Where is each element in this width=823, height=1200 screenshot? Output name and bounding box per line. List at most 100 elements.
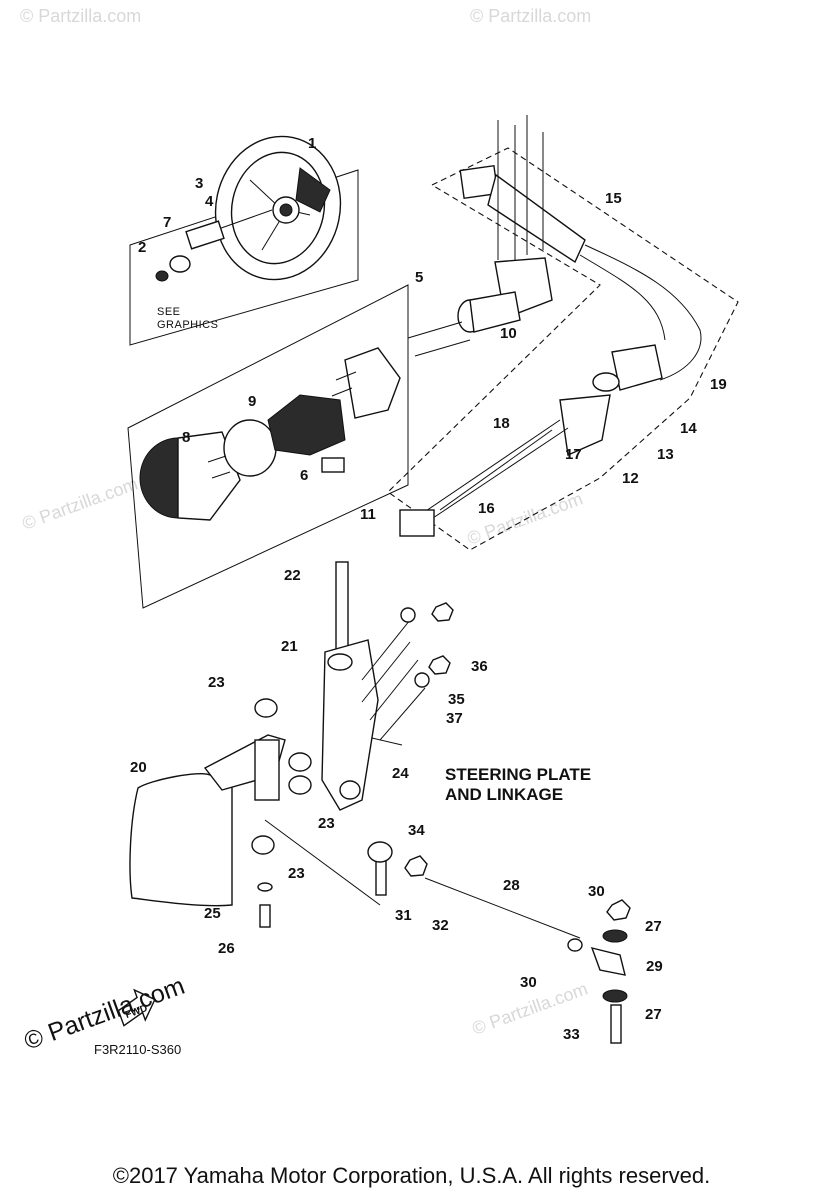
- helm-screw-2: [211, 471, 231, 479]
- copyright-notice: ©2017 Yamaha Motor Corporation, U.S.A. A…: [112, 1163, 711, 1188]
- wiring-harness: [584, 244, 702, 381]
- washer-25: [257, 882, 273, 892]
- part-label-16: 16: [478, 500, 495, 517]
- bushing-23-top: [254, 698, 278, 718]
- boot-12: [559, 394, 611, 457]
- helm-screw-1: [207, 455, 227, 463]
- wheel-grip-pad: [295, 167, 331, 213]
- cable-17: [429, 427, 569, 521]
- bolt-10b: [414, 339, 471, 357]
- hub-washer: [155, 270, 169, 282]
- cable-18: [439, 429, 553, 511]
- steering-plate-20: [129, 773, 233, 907]
- nut-36a: [431, 602, 454, 622]
- helm-mount-plate: [344, 347, 401, 419]
- bolt-37b: [361, 641, 411, 703]
- wheel-hub-center: [279, 203, 293, 217]
- section-heading-line1: STEERING PLATE: [445, 765, 591, 784]
- cable-sleeve: [469, 291, 521, 333]
- part-label-5: 5: [415, 269, 423, 286]
- watermark-4: © Partzilla.com: [465, 488, 586, 548]
- control-module-body: [487, 173, 586, 264]
- part-label-30: 30: [520, 974, 537, 991]
- linkage-upper: [321, 561, 454, 811]
- bolt-24: [371, 737, 403, 746]
- section-heading-line2: AND LINKAGE: [445, 785, 563, 804]
- part-label-30: 30: [588, 883, 605, 900]
- part-label-26: 26: [218, 940, 235, 957]
- cable-16: [419, 419, 561, 516]
- steering-plate-hub: [254, 739, 280, 801]
- see-note-line2: GRAPHICS: [157, 319, 218, 331]
- hub-nut: [169, 255, 191, 273]
- part-label-11: 11: [360, 506, 376, 523]
- part-label-14: 14: [680, 420, 697, 437]
- part-label-27: 27: [645, 918, 662, 935]
- helm-panel-outline: [127, 284, 409, 609]
- washer-35b: [414, 672, 430, 688]
- helm-clip: [321, 457, 345, 473]
- tiller-arm-21: [321, 639, 379, 811]
- part-label-34: 34: [408, 822, 425, 839]
- part-label-31: 31: [395, 907, 412, 924]
- part-label-32: 32: [432, 917, 449, 934]
- diagram-code: F3R2110-S360: [94, 1042, 181, 1057]
- part-label-20: 20: [130, 759, 147, 776]
- part-label-12: 12: [622, 470, 639, 487]
- tiller-arm-hole-1: [327, 653, 353, 671]
- part-label-21: 21: [281, 638, 298, 655]
- bolt-26: [259, 904, 271, 928]
- part-label-23: 23: [208, 674, 225, 691]
- washer-27-lower: [602, 989, 628, 1003]
- part-label-18: 18: [493, 415, 510, 432]
- watermark-1: © Partzilla.com: [20, 6, 141, 26]
- fwd-arrow-icon: [117, 988, 156, 1027]
- part-label-27: 27: [645, 1006, 662, 1023]
- plate-leader-line: [264, 819, 381, 906]
- part-label-9: 9: [248, 393, 256, 410]
- cable-kit-outline: [387, 147, 739, 551]
- wiring-harness-2: [579, 254, 666, 341]
- watermark-2: © Partzilla.com: [470, 6, 591, 26]
- part-label-24: 24: [392, 765, 409, 782]
- part-label-35: 35: [448, 691, 465, 708]
- bolt-37d: [379, 687, 426, 741]
- linkage-lower: [129, 698, 631, 1044]
- washer-35a: [400, 607, 416, 623]
- part-label-23: 23: [318, 815, 335, 832]
- part-label-37: 37: [446, 710, 463, 727]
- part-label-10: 10: [500, 325, 517, 342]
- bushing-23-bottom: [251, 835, 275, 855]
- tiller-arm-hole-2: [339, 780, 361, 800]
- watermark-3: © Partzilla.com: [20, 473, 141, 533]
- bolt-10a: [407, 321, 463, 339]
- part-label-17: 17: [565, 446, 582, 463]
- part-number-labels: 1234567891011121314151617181920212223232…: [130, 135, 727, 1043]
- see-note-line1: SEE: [157, 306, 181, 318]
- bushing-23-mid-b: [288, 775, 312, 795]
- bushing-23-mid-a: [288, 752, 312, 772]
- part-label-7: 7: [163, 214, 171, 231]
- nut-30-upper: [606, 899, 631, 921]
- forward-arrow: FWD: [117, 988, 156, 1027]
- part-label-19: 19: [710, 376, 727, 393]
- clamp-14: [592, 372, 620, 392]
- hub-key-set: [185, 220, 225, 250]
- part-label-22: 22: [284, 567, 301, 584]
- bolt-37a: [361, 619, 411, 681]
- nut-30-lower: [567, 938, 583, 952]
- rod-end-29: [590, 947, 626, 976]
- part-label-4: 4: [205, 193, 214, 210]
- helm-assembly: [139, 347, 401, 521]
- part-label-2: 2: [138, 239, 146, 256]
- part-label-25: 25: [204, 905, 221, 922]
- helm-gearbox: [267, 394, 346, 456]
- cable-end-11: [399, 509, 435, 537]
- part-label-28: 28: [503, 877, 520, 894]
- helm-bolt-1: [335, 371, 357, 381]
- helm-ring: [223, 419, 277, 477]
- part-label-33: 33: [563, 1026, 580, 1043]
- part-label-23: 23: [288, 865, 305, 882]
- part-label-29: 29: [646, 958, 663, 975]
